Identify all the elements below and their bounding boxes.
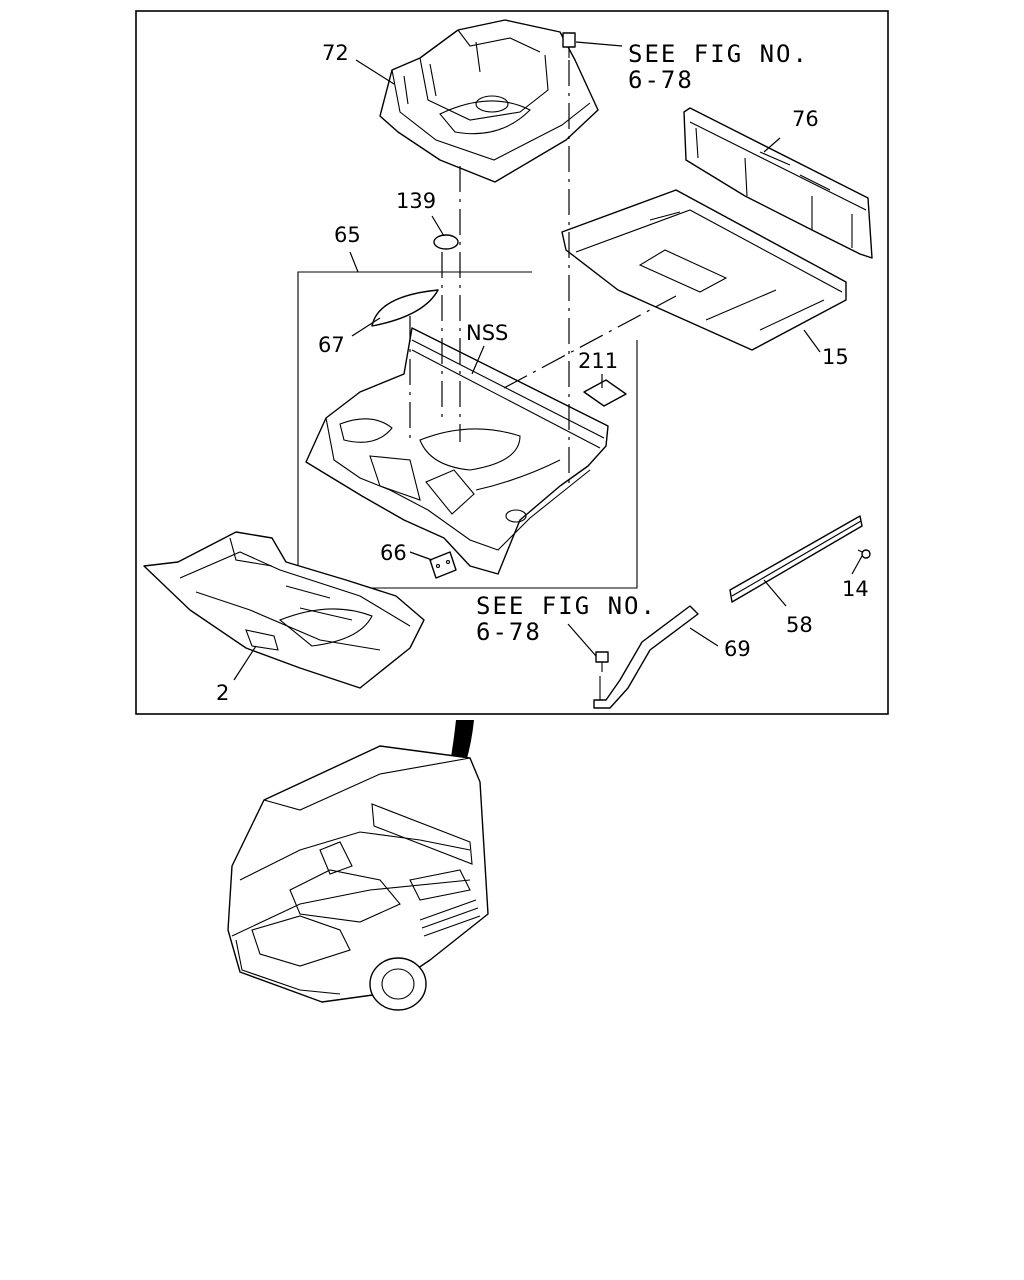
callout-211: 211: [578, 349, 618, 373]
ref-bottom-line2: 6-78: [476, 618, 542, 646]
part-66-bracket: [429, 551, 457, 579]
vehicle-locator-illustration: [227, 745, 489, 1011]
callout-69: 69: [724, 637, 751, 661]
callout-72: 72: [322, 41, 349, 65]
part-139-cap: [433, 234, 459, 250]
ref-bottom-line1: SEE FIG NO.: [476, 592, 657, 620]
part-65-floor-pan: [305, 327, 609, 575]
leader-lines: [233, 41, 863, 681]
part-2-front-floor: [143, 531, 425, 689]
callout-58: 58: [786, 613, 813, 637]
ref-top-line1: SEE FIG NO.: [628, 40, 809, 68]
callout-76: 76: [792, 107, 819, 131]
diagram-frame: [135, 10, 889, 715]
callout-15: 15: [822, 345, 849, 369]
part-72-floor-tunnel: [379, 19, 599, 183]
callout-14: 14: [842, 577, 869, 601]
part-58-sill-strip: [729, 515, 863, 603]
alignment-lines: [409, 60, 677, 486]
callout-139: 139: [396, 189, 436, 213]
callout-66: 66: [380, 541, 407, 565]
part-69-trim: [593, 605, 699, 709]
callout-65: 65: [334, 223, 361, 247]
bolt-icon: [562, 32, 576, 58]
part-67-pad: [371, 289, 439, 327]
bolt-icon-lower: [595, 651, 609, 672]
callout-2: 2: [216, 681, 229, 705]
part-14-clip: [857, 549, 871, 559]
part-211-label: [583, 379, 627, 407]
part-76-rear-panel: [683, 107, 873, 259]
ref-top-line2: 6-78: [628, 66, 694, 94]
part-15-floor-panel: [561, 189, 847, 351]
callout-nss: NSS: [466, 321, 508, 345]
callout-67: 67: [318, 333, 345, 357]
